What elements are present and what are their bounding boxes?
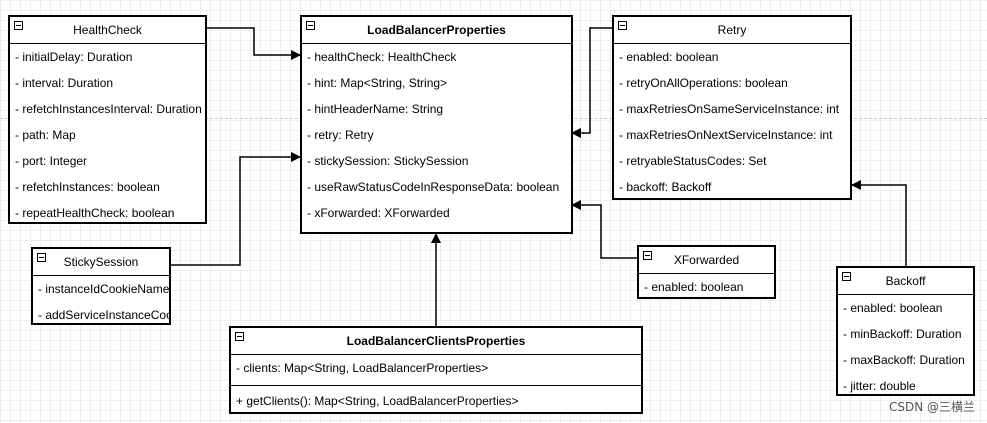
class-name: LoadBalancerClientsProperties [346, 334, 526, 348]
attribute: - instanceIdCookieName [38, 282, 169, 296]
attribute: - path: Map [15, 128, 76, 142]
class-name: StickySession [63, 255, 139, 269]
collapse-icon[interactable] [14, 21, 23, 30]
attribute: - refetchInstancesInterval: Duration [15, 102, 202, 116]
class-header: XForwarded [639, 247, 774, 274]
attribute: - jitter: double [843, 379, 916, 393]
class-name: Backoff [885, 274, 926, 288]
attribute: - addServiceInstanceCookie [38, 308, 169, 322]
class-loadbalancerclientsproperties[interactable]: LoadBalancerClientsProperties - clients:… [229, 326, 643, 414]
attribute: - enabled: boolean [619, 50, 719, 64]
class-backoff[interactable]: Backoff - enabled: boolean - minBackoff:… [836, 266, 975, 396]
class-name: Retry [717, 23, 747, 37]
attribute: - maxBackoff: Duration [843, 353, 965, 367]
class-header: LoadBalancerClientsProperties [231, 328, 641, 355]
collapse-icon[interactable] [37, 253, 46, 262]
attribute: - hintHeaderName: String [307, 102, 444, 116]
collapse-icon[interactable] [842, 272, 851, 281]
class-header: LoadBalancerProperties [302, 17, 571, 44]
attribute: - interval: Duration [15, 76, 114, 90]
connector-healthcheck [206, 27, 301, 60]
class-name: HealthCheck [73, 23, 142, 37]
connector-backoff [851, 180, 907, 266]
collapse-icon[interactable] [235, 332, 244, 341]
attribute: - backoff: Backoff [619, 180, 712, 194]
attribute: - hint: Map<String, String> [307, 76, 448, 90]
watermark: CSDN @三横兰 [888, 400, 975, 414]
attribute: - stickySession: StickySession [307, 154, 469, 168]
class-header: StickySession [33, 249, 169, 276]
class-header: Backoff [838, 268, 973, 295]
attribute: - port: Integer [15, 154, 88, 168]
collapse-icon[interactable] [306, 21, 315, 30]
class-name: LoadBalancerProperties [367, 23, 506, 37]
class-header: HealthCheck [10, 17, 205, 44]
attribute: - enabled: boolean [843, 301, 943, 315]
attribute: - retryableStatusCodes: Set [619, 154, 767, 168]
class-header: Retry [614, 17, 850, 44]
operations-separator [231, 385, 641, 386]
attribute: - enabled: boolean [644, 280, 744, 294]
class-stickysession[interactable]: StickySession - instanceIdCookieName - a… [31, 247, 171, 325]
class-healthcheck[interactable]: HealthCheck - initialDelay: Duration - i… [8, 15, 207, 224]
class-retry[interactable]: Retry - enabled: boolean - retryOnAllOpe… [612, 15, 852, 200]
attribute: - retry: Retry [307, 128, 374, 142]
attribute: - healthCheck: HealthCheck [307, 50, 457, 64]
attribute: - xForwarded: XForwarded [307, 206, 450, 220]
attribute: - repeatHealthCheck: boolean [15, 206, 175, 220]
class-loadbalancerproperties[interactable]: LoadBalancerProperties - healthCheck: He… [300, 15, 573, 234]
attribute: - retryOnAllOperations: boolean [619, 76, 788, 90]
collapse-icon[interactable] [618, 21, 627, 30]
attribute: - maxRetriesOnSameServiceInstance: int [619, 102, 840, 116]
connector-xforwarded [571, 200, 637, 259]
class-xforwarded[interactable]: XForwarded - enabled: boolean [637, 245, 776, 299]
connector-retry [571, 27, 612, 138]
attribute: - clients: Map<String, LoadBalancerPrope… [236, 361, 489, 375]
attribute: - maxRetriesOnNextServiceInstance: int [619, 128, 833, 142]
collapse-icon[interactable] [643, 251, 652, 260]
operation: + getClients(): Map<String, LoadBalancer… [236, 394, 519, 408]
attribute: - initialDelay: Duration [15, 50, 133, 64]
class-name: XForwarded [673, 253, 740, 267]
attribute: - useRawStatusCodeInResponseData: boolea… [307, 180, 560, 194]
connector-stickysession [171, 152, 301, 266]
attribute: - refetchInstances: boolean [15, 180, 160, 194]
attribute: - minBackoff: Duration [843, 327, 962, 341]
